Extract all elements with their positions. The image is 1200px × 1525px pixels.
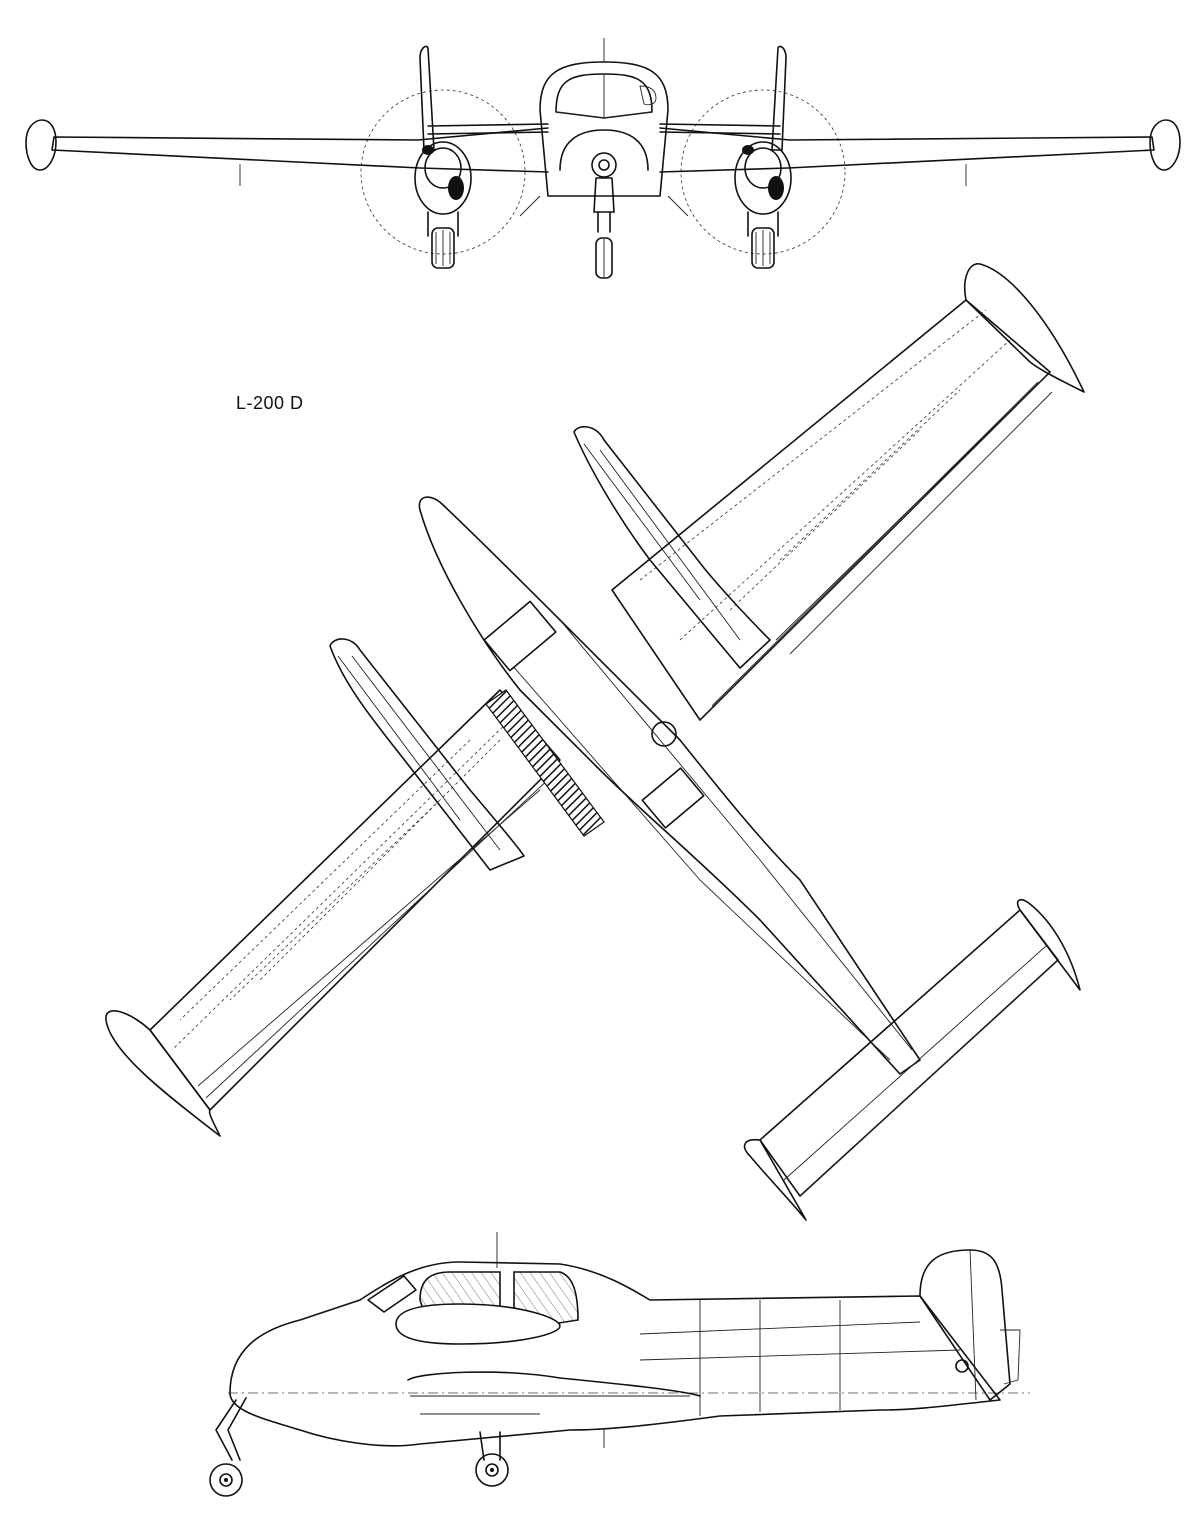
propeller-disc-left — [360, 89, 526, 255]
horizontal-tail-front — [427, 123, 781, 135]
wing-right-front — [659, 127, 1155, 173]
fin-left-front — [419, 45, 435, 151]
tip-tank-right-plan — [964, 263, 1085, 393]
fuselage-front — [539, 61, 669, 197]
engine-nacelle-right-front — [734, 141, 792, 269]
tip-tank-left-plan — [105, 1010, 221, 1137]
nose-gear-side — [209, 1397, 247, 1497]
canopy-frame-plan — [483, 600, 557, 672]
propeller-disc-right — [680, 89, 846, 255]
engine-nacelle-side — [395, 1303, 561, 1345]
model-designation-label: L-200 D — [236, 393, 304, 413]
nose-gear-front — [593, 177, 615, 233]
fuselage-plan — [418, 496, 921, 1075]
vertical-fin-side — [919, 1249, 1011, 1401]
horizontal-tail-plan — [759, 909, 1059, 1197]
windscreen-side — [367, 1275, 417, 1313]
fuselage-side — [229, 1261, 1001, 1447]
top-view — [105, 263, 1085, 1221]
wing-left-front — [51, 127, 549, 173]
wing-walkway-hatched — [485, 689, 605, 837]
fin-right-front — [771, 45, 787, 151]
front-view — [25, 38, 1181, 279]
engine-nacelle-right-plan — [573, 425, 771, 669]
wing-left-plan — [149, 689, 561, 1111]
tip-tank-right — [1149, 119, 1181, 171]
side-view — [209, 1232, 1030, 1497]
engine-nacelle-left-front — [414, 141, 472, 269]
engine-nacelle-left-plan — [329, 638, 525, 871]
tip-tank-left — [25, 119, 57, 171]
main-gear-side — [475, 1431, 509, 1487]
wing-right-plan — [611, 299, 1051, 721]
